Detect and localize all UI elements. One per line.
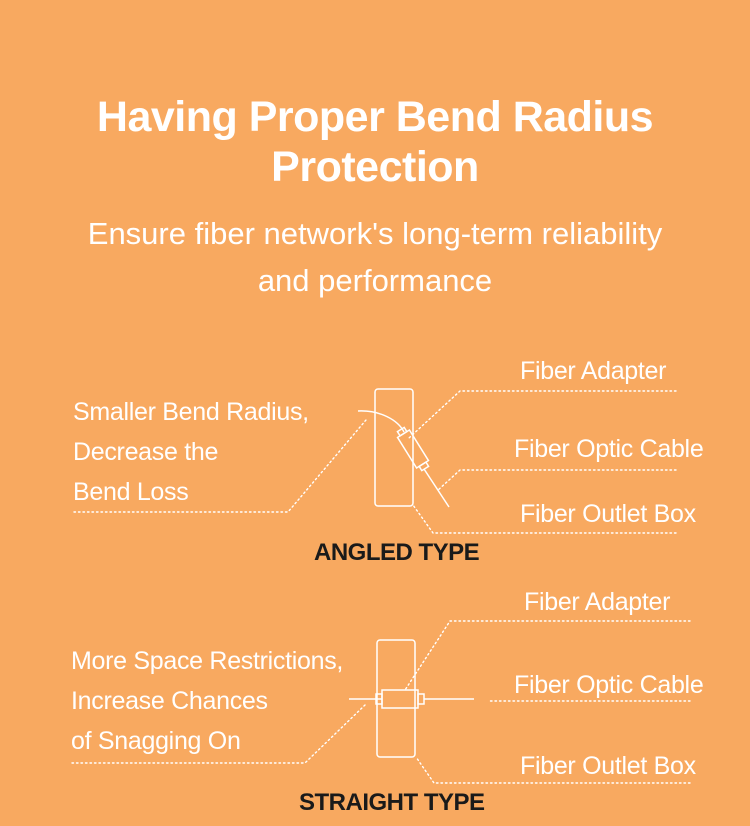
straight-description: More Space Restrictions, Increase Chance… [71,641,343,761]
angled-cable-leader [436,469,677,492]
angled-description-line: Decrease the [73,438,219,466]
angled-description: Smaller Bend Radius, Decrease the Bend L… [73,392,309,512]
angled-type-label: ANGLED TYPE [314,539,480,566]
angled-callout-fiber-optic-cable: Fiber Optic Cable [514,435,704,463]
angled-cable-line [423,468,450,508]
straight-adapter-icon [375,689,425,709]
angled-adapter-leader [408,390,677,439]
angled-description-line: Smaller Bend Radius, [73,398,309,426]
straight-description-line: of Snagging On [71,727,241,755]
angled-callout-fiber-outlet-box: Fiber Outlet Box [520,500,696,528]
straight-callout-fiber-optic-cable: Fiber Optic Cable [514,671,704,699]
angled-outlet-box [374,388,414,507]
subtitle-line-1: Ensure fiber network's long-term reliabi… [87,216,663,251]
angled-box-leader [412,504,677,534]
subtitle-line-2: and performance [257,263,493,298]
straight-callout-fiber-adapter: Fiber Adapter [524,588,671,616]
straight-description-line: Increase Chances [71,687,268,715]
angled-description-leader [73,419,367,513]
straight-callout-fiber-outlet-box: Fiber Outlet Box [520,752,696,780]
title-line-2: Protection [271,143,479,191]
straight-description-leader [71,704,366,764]
straight-description-line: More Space Restrictions, [71,647,344,675]
angled-description-line: Bend Loss [73,478,189,506]
page-subtitle: Ensure fiber network's long-term reliabi… [0,210,750,304]
page-title: Having Proper Bend Radius Protection [0,92,750,192]
straight-adapter-leader [404,620,691,691]
angled-callout-fiber-adapter: Fiber Adapter [520,357,667,385]
straight-box-leader [415,756,691,784]
straight-type-label: STRAIGHT TYPE [299,789,485,816]
title-line-1: Having Proper Bend Radius [96,93,654,141]
angled-adapter-icon [396,426,430,472]
